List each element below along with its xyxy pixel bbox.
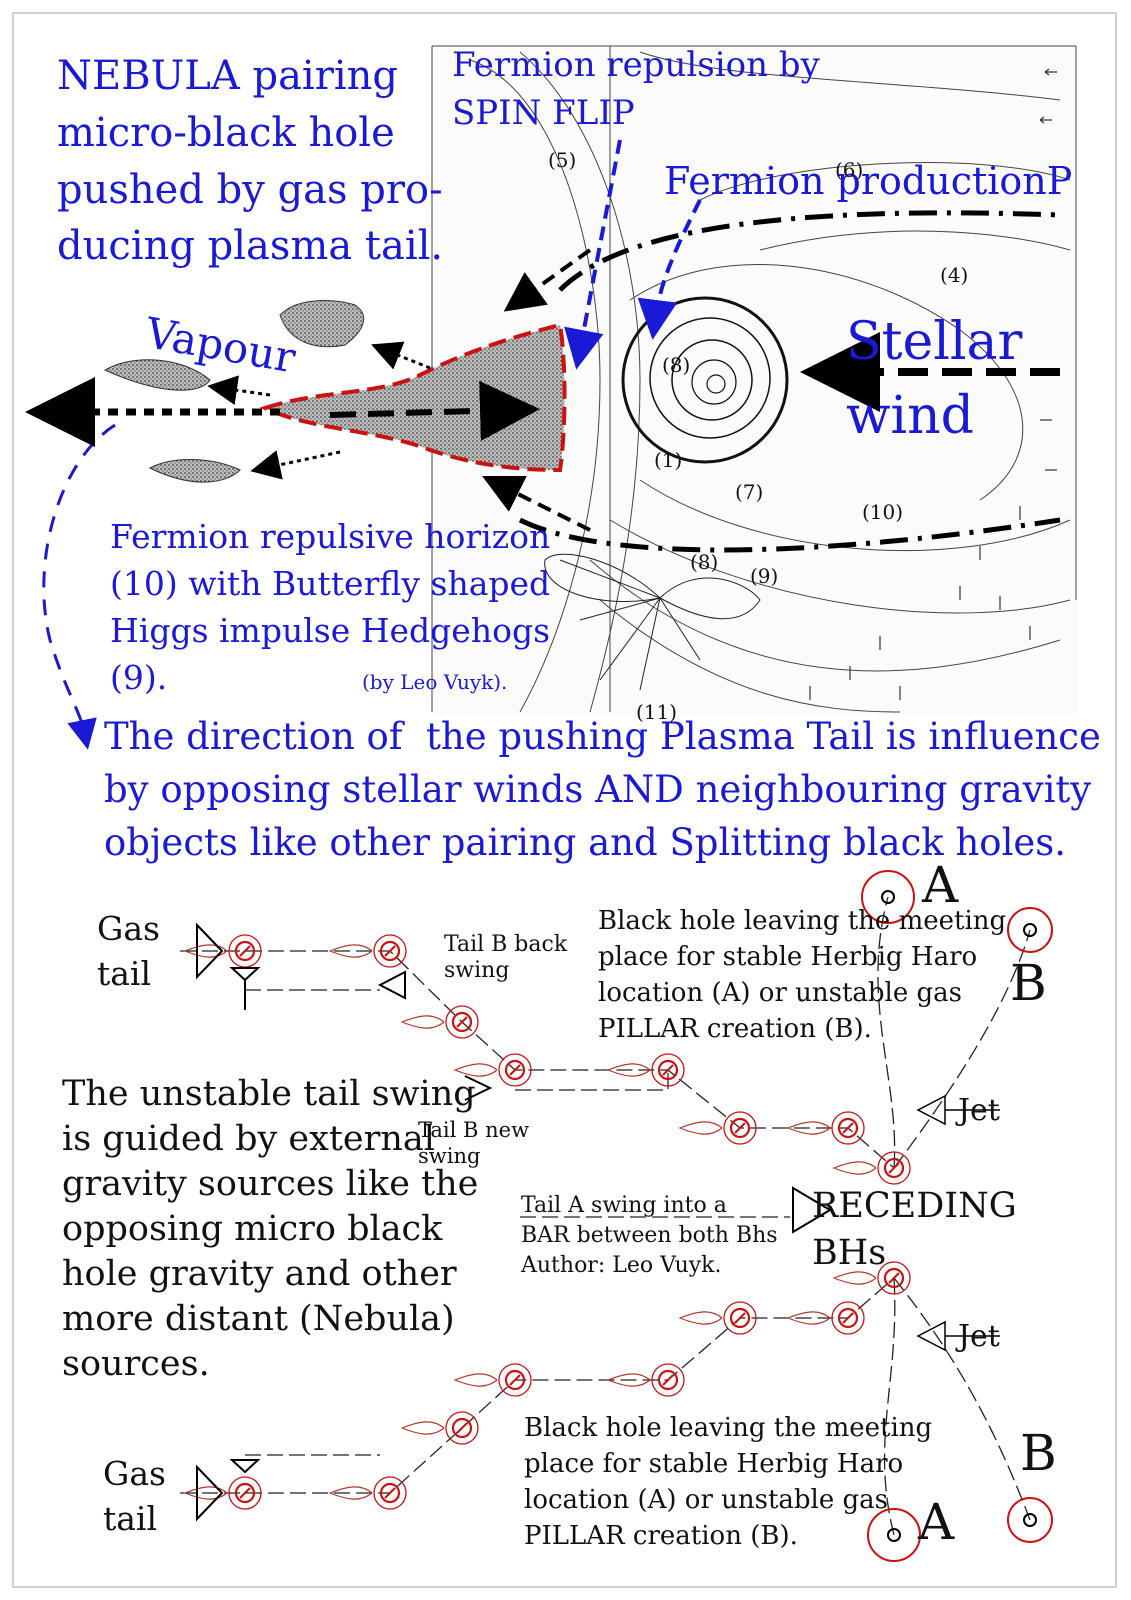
- horizon-label-1: Fermion repulsive horizon: [110, 520, 550, 553]
- field-label: (10): [862, 502, 903, 522]
- horizon-label-3: Higgs impulse Hedgehogs: [110, 614, 550, 647]
- nebula-title-line-2: micro-black hole: [57, 113, 395, 153]
- vapour-arrow-upper: [385, 350, 430, 368]
- bh-leaving-bottom-3: location (A) or unstable gas: [524, 1487, 888, 1513]
- upper-horizon-curve: [560, 213, 1060, 290]
- bh-leaving-top-3: location (A) or unstable gas: [598, 980, 962, 1006]
- gas-tail-top-1: Gas: [97, 912, 160, 945]
- jet-label-top: Jet: [958, 1096, 1000, 1126]
- spiral-vortex: [623, 298, 787, 462]
- bh-leaving-top-2: place for stable Herbig Haro: [598, 944, 977, 970]
- stellar-wind-label-1: Stellar: [846, 316, 1022, 368]
- tail-a-line-1: Tail A swing into a: [521, 1195, 727, 1217]
- field-label: (1): [654, 450, 682, 470]
- fermion-production-label: Fermion productionP: [664, 162, 1072, 200]
- field-label: (4): [940, 265, 968, 285]
- gas-tail-bottom-1: Gas: [103, 1457, 166, 1490]
- receding-label-1: RECEDING: [812, 1189, 1017, 1224]
- tail-b-back-2: swing: [444, 960, 509, 982]
- horizon-label-2: (10) with Butterfly shaped: [110, 567, 550, 600]
- tail-b-back-1: Tail B back: [444, 934, 567, 956]
- field-label: (8): [662, 355, 690, 375]
- vapour-arrow-mid: [222, 388, 270, 395]
- bh-leaving-bottom-4: PILLAR creation (B).: [524, 1523, 798, 1549]
- field-label: (6): [835, 160, 863, 180]
- unstable-line-3: gravity sources like the: [62, 1167, 478, 1202]
- receding-label-2: BHs: [812, 1236, 886, 1271]
- stellar-wind-label-2: wind: [846, 390, 974, 442]
- nebula-title-line-4: ducing plasma tail.: [57, 226, 443, 266]
- fermion-repulsion-label-1: Fermion repulsion by: [452, 48, 820, 82]
- bh-leaving-bottom-2: place for stable Herbig Haro: [524, 1451, 903, 1477]
- field-label: (9): [750, 566, 778, 586]
- swing-path: [894, 1278, 1030, 1520]
- conclusion-line-1: The direction of the pushing Plasma Tail…: [104, 718, 1101, 755]
- letter-b-bottom: B: [1020, 1428, 1057, 1478]
- tail-a-line-3: Author: Leo Vuyk.: [521, 1255, 722, 1277]
- fermion-repulsion-label-2: SPIN FLIP: [452, 96, 635, 130]
- unstable-line-2: is guided by external: [62, 1122, 435, 1157]
- nebula-title-line-3: pushed by gas pro-: [57, 170, 443, 210]
- swing-path: [878, 897, 895, 1168]
- target-node: [868, 1509, 920, 1561]
- conclusion-line-2: by opposing stellar winds AND neighbouri…: [104, 771, 1091, 808]
- black-hole-node: [402, 1006, 478, 1038]
- spin-flip-arrow: [580, 140, 620, 350]
- plasma-tail: [265, 325, 565, 470]
- tail-a-line-2: BAR between both Bhs: [521, 1225, 778, 1247]
- gas-tail-top-2: tail: [97, 957, 151, 990]
- tail-direction-arrow: [44, 425, 115, 735]
- unstable-line-5: hole gravity and other: [62, 1257, 457, 1292]
- vapour-cloud-lower: [150, 460, 240, 483]
- black-hole-node: [680, 1112, 756, 1144]
- bh-leaving-top-4: PILLAR creation (B).: [598, 1016, 872, 1042]
- unstable-line-1: The unstable tail swing: [62, 1077, 476, 1112]
- bh-leaving-bottom-1: Black hole leaving the meeting: [524, 1415, 932, 1441]
- unstable-line-7: sources.: [62, 1347, 210, 1382]
- author-credit: (by Leo Vuyk).: [362, 672, 507, 692]
- jet-label-bottom: Jet: [958, 1322, 1000, 1352]
- vapour-arrow-lower: [265, 452, 340, 468]
- letter-b-top: B: [1010, 958, 1047, 1008]
- gas-tail-bottom-2: tail: [103, 1502, 157, 1535]
- unstable-line-6: more distant (Nebula): [62, 1302, 455, 1337]
- unstable-line-4: opposing micro black: [62, 1212, 442, 1247]
- field-label: (8): [690, 552, 718, 572]
- field-label: (7): [735, 482, 763, 502]
- black-hole-node: [834, 1152, 910, 1184]
- letter-a-top: A: [922, 860, 958, 910]
- horizon-label-4: (9).: [110, 661, 167, 694]
- nebula-title-line-1: NEBULA pairing: [57, 56, 398, 96]
- butterfly-hedgehog: [545, 554, 760, 690]
- field-label: (5): [548, 150, 576, 170]
- letter-a-bottom: A: [918, 1497, 954, 1547]
- black-hole-node: [402, 1412, 478, 1444]
